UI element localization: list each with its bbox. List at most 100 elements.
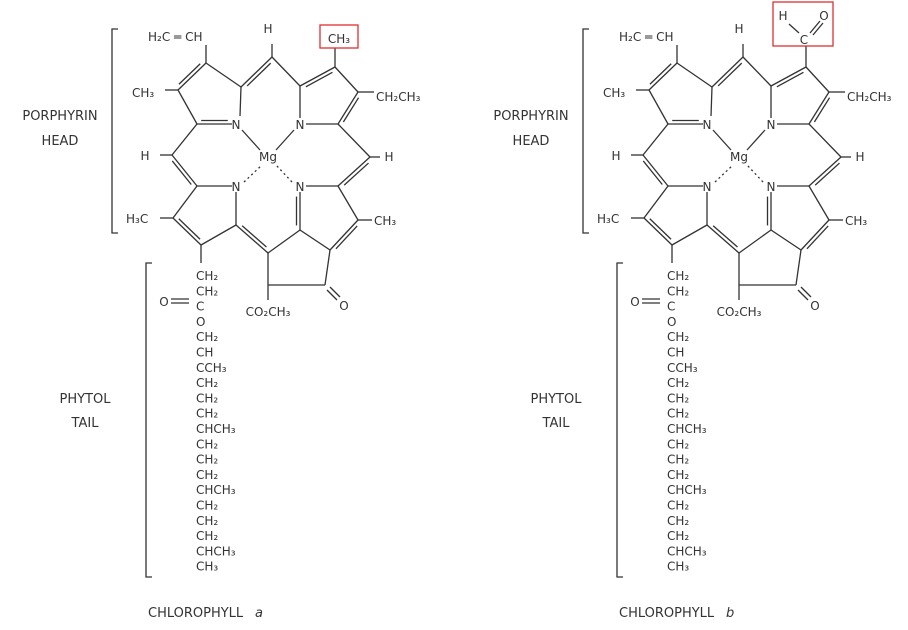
tail-group: O <box>667 315 676 329</box>
double-bond <box>337 91 359 125</box>
hydrogen-label: H <box>263 22 272 36</box>
ester-group: CO₂CH₃ <box>246 305 291 319</box>
double-bond-inner <box>171 160 192 185</box>
tail-group: CCH₃ <box>667 361 698 375</box>
bond <box>676 62 713 88</box>
double-bond <box>299 66 336 87</box>
double-bond <box>800 219 830 251</box>
tail-group: CH₂ <box>667 529 689 543</box>
double-bond <box>770 66 807 87</box>
tail-group: C <box>196 300 204 314</box>
tail-group: CH₂ <box>667 376 689 390</box>
double-bond-inner <box>246 62 272 87</box>
tail-label: TAIL <box>71 416 100 431</box>
tail-group: CH <box>196 346 213 360</box>
tail-group: CH₂ <box>667 330 689 344</box>
double-bond <box>177 62 207 91</box>
tail-group: CH₂ <box>196 529 218 543</box>
bond <box>299 229 331 251</box>
nitrogen-label: N <box>767 180 776 194</box>
highlight-box <box>772 1 834 47</box>
double-bond-inner <box>342 97 360 123</box>
nitrogen-label: N <box>703 118 712 132</box>
tail-group: CH₂ <box>667 468 689 482</box>
coordination-bond <box>712 129 732 151</box>
coordination-bond <box>275 129 295 151</box>
ethyl-group: CH₂CH₃ <box>376 90 421 104</box>
methyl-group-highlighted: CH₃ <box>328 32 350 46</box>
double-bond-inner <box>812 22 824 36</box>
methyl-group: CH₃ <box>845 214 867 228</box>
bond <box>805 66 830 93</box>
bond <box>271 56 301 87</box>
double-bond-inner <box>649 63 672 85</box>
head-bracket <box>111 28 118 234</box>
head-bracket <box>582 28 589 234</box>
magnesium-label: Mg <box>259 150 277 164</box>
methyl-group: CH₃ <box>132 86 154 100</box>
tail-group: CCH₃ <box>196 361 227 375</box>
double-bond <box>172 217 202 246</box>
keto-bond <box>326 289 338 301</box>
tail-group: CH₂ <box>196 330 218 344</box>
keto-bond <box>797 289 809 301</box>
oxygen-label: O <box>819 9 828 23</box>
nitrogen-label: N <box>703 180 712 194</box>
double-bond-inner <box>642 160 663 185</box>
hydrogen-label: H <box>778 9 787 23</box>
double-bond <box>235 224 269 254</box>
hydrogen-label: H <box>611 149 620 163</box>
keto-bond-inner <box>329 286 341 298</box>
tail-group: O <box>196 315 205 329</box>
double-bond-inner <box>178 218 201 240</box>
hydrogen-label: H <box>734 22 743 36</box>
methyl-group: H₃C <box>597 212 619 226</box>
bond <box>770 229 802 251</box>
dative-bond <box>714 164 734 183</box>
bond <box>643 185 669 219</box>
double-bond <box>648 62 678 91</box>
porphyrin-label: PORPHYRIN <box>22 109 97 124</box>
carbon-label: C <box>800 33 808 47</box>
double-bond <box>706 224 740 254</box>
hydrogen-label: H <box>140 149 149 163</box>
ethyl-group: CH₂CH₃ <box>847 90 892 104</box>
magnesium-label: Mg <box>730 150 748 164</box>
double-bond-inner <box>305 71 333 88</box>
tail-group: CH₂ <box>667 499 689 513</box>
highlight-box <box>319 24 359 49</box>
variant-letter: b <box>726 606 734 621</box>
tail-group: CH₂ <box>196 437 218 451</box>
methyl-group: CH₃ <box>374 214 396 228</box>
double-bond-inner <box>178 63 201 85</box>
vinyl-group: H₂C ═ CH <box>619 30 673 44</box>
bond <box>742 56 772 87</box>
tail-group: CH₂ <box>196 391 218 405</box>
tail-group: CHCH₃ <box>196 422 236 436</box>
double-bond-inner <box>649 218 672 240</box>
double-bond <box>808 91 830 125</box>
double-bond-inner <box>717 62 743 87</box>
double-bond-inner <box>776 71 804 88</box>
double-bond-inner <box>806 225 829 250</box>
tail-group: CH <box>667 346 684 360</box>
tail-group: CHCH₃ <box>667 422 707 436</box>
coordination-bond <box>241 129 261 151</box>
methyl-group: H₃C <box>126 212 148 226</box>
bond <box>172 185 198 219</box>
tail-group: C <box>667 300 675 314</box>
double-bond-inner <box>335 225 358 250</box>
bond <box>205 62 242 88</box>
nitrogen-label: N <box>296 180 305 194</box>
double-bond <box>643 217 673 246</box>
tail-group: CHCH₃ <box>667 483 707 497</box>
bond <box>648 89 669 125</box>
tail-group: CH₂ <box>196 269 218 283</box>
tail-group: CH₂ <box>196 376 218 390</box>
double-bond <box>808 156 842 187</box>
bond <box>808 185 830 221</box>
nitrogen-label: N <box>296 118 305 132</box>
dative-bond <box>746 164 764 183</box>
oxygen-label: O <box>810 299 819 313</box>
